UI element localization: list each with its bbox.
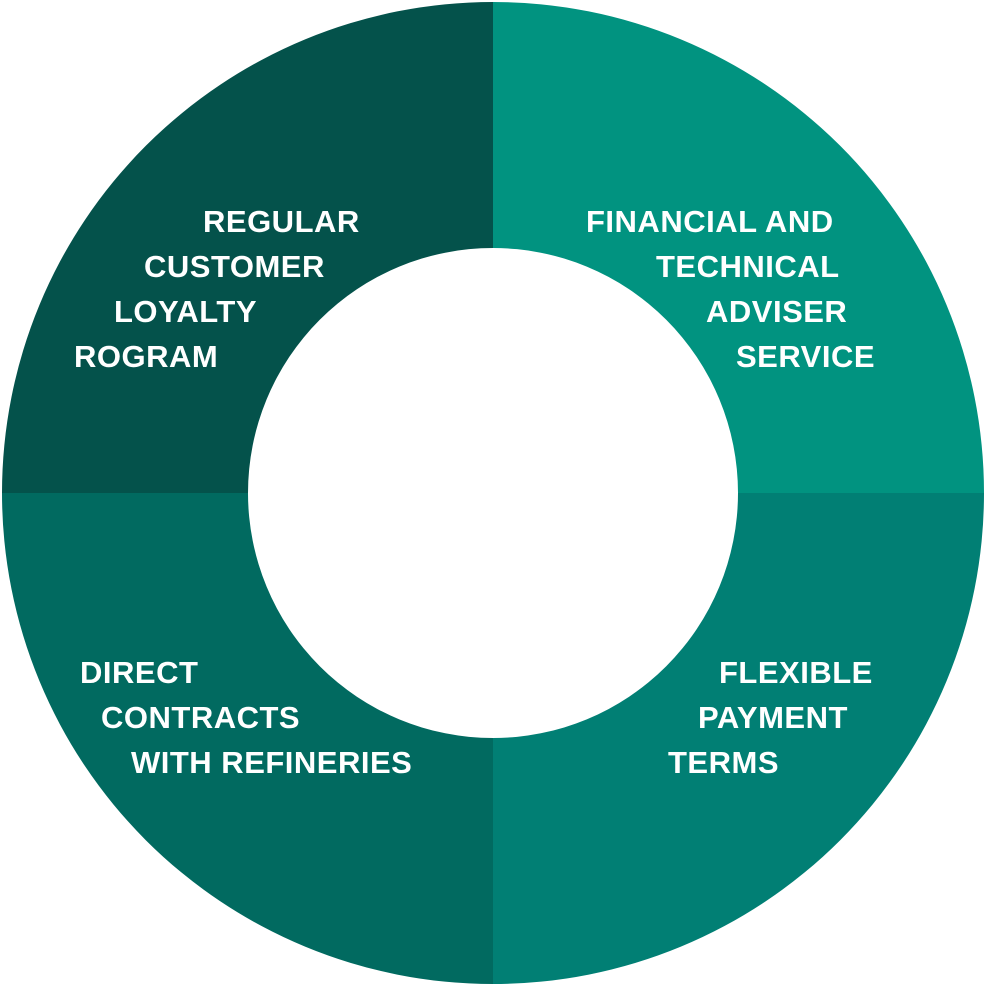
label-line: FLEXIBLE bbox=[719, 655, 873, 690]
label-top-right: FINANCIAL AND TECHNICAL ADVISER SERVICE bbox=[586, 204, 875, 374]
label-line: WITH REFINERIES bbox=[131, 745, 412, 780]
segment-top-left bbox=[2, 2, 493, 493]
label-line: TERMS bbox=[668, 745, 779, 780]
label-bottom-left: DIRECT CONTRACTS WITH REFINERIES bbox=[80, 655, 412, 780]
label-top-left: REGULAR CUSTOMER LOYALTY ROGRAM bbox=[74, 204, 360, 374]
label-line: ADVISER bbox=[706, 294, 847, 329]
label-line: REGULAR bbox=[203, 204, 360, 239]
label-bottom-right: FLEXIBLE PAYMENT TERMS bbox=[668, 655, 873, 780]
label-line: SERVICE bbox=[736, 339, 875, 374]
label-line: FINANCIAL AND bbox=[586, 204, 834, 239]
segment-bottom-left bbox=[2, 493, 493, 984]
label-line: LOYALTY bbox=[114, 294, 257, 329]
label-line: TECHNICAL bbox=[656, 249, 840, 284]
label-line: ROGRAM bbox=[74, 339, 218, 374]
label-line: CUSTOMER bbox=[144, 249, 325, 284]
segment-top-right bbox=[493, 2, 984, 493]
label-line: DIRECT bbox=[80, 655, 198, 690]
segment-bottom-right bbox=[493, 493, 984, 984]
label-line: PAYMENT bbox=[698, 700, 848, 735]
label-line: CONTRACTS bbox=[101, 700, 300, 735]
